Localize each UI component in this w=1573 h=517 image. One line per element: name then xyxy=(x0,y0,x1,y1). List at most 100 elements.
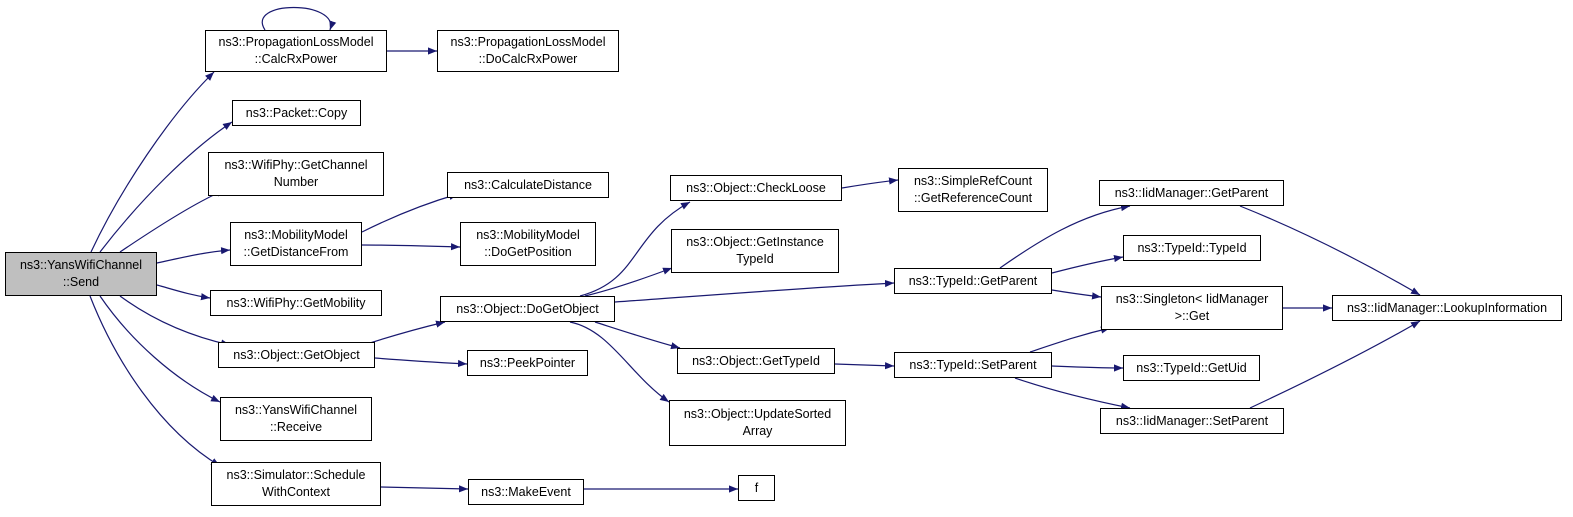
node-label: f xyxy=(755,480,758,497)
edge-dogetobj-to-updsorted xyxy=(569,321,670,403)
node-label-line: ns3::MakeEvent xyxy=(481,484,571,499)
node-tsetparent[interactable]: ns3::TypeId::SetParent xyxy=(894,352,1052,378)
node-label: ns3::MobilityModel::DoGetPosition xyxy=(476,227,580,261)
node-peek[interactable]: ns3::PeekPointer xyxy=(467,350,588,376)
node-makeev[interactable]: ns3::MakeEvent xyxy=(468,479,584,505)
node-label: ns3::Object::DoGetObject xyxy=(456,301,598,318)
node-iidgetparent[interactable]: ns3::IidManager::GetParent xyxy=(1099,180,1284,206)
node-singleton[interactable]: ns3::Singleton< IidManager>::Get xyxy=(1101,286,1283,330)
edge-dogetobj-to-gettypeid xyxy=(594,321,681,350)
node-label: ns3::PeekPointer xyxy=(480,355,575,372)
node-label-line: ns3::IidManager::LookupInformation xyxy=(1346,300,1548,315)
node-label-line: ::CalcRxPower xyxy=(254,52,338,66)
node-lookup[interactable]: ns3::IidManager::LookupInformation xyxy=(1332,295,1562,321)
node-label-line: Number xyxy=(273,175,319,189)
node-label-line: ns3::Object::CheckLoose xyxy=(686,180,826,195)
node-f[interactable]: f xyxy=(738,475,775,501)
node-docalcrx[interactable]: ns3::PropagationLossModel::DoCalcRxPower xyxy=(437,30,619,72)
node-label-line: ns3::Simulator::Schedule xyxy=(226,468,366,482)
edge-dogetobj-to-checkloose xyxy=(579,201,691,297)
edge-calcrx-to-calcrx xyxy=(261,7,337,31)
node-label: ns3::Object::GetObject xyxy=(233,347,359,364)
node-label-line: ns3::PropagationLossModel xyxy=(218,35,374,49)
node-label: ns3::YansWifiChannel::Send xyxy=(20,257,142,291)
node-label: ns3::Packet::Copy xyxy=(246,105,347,122)
node-label: ns3::TypeId::GetUid xyxy=(1136,360,1246,377)
node-dogetobj[interactable]: ns3::Object::DoGetObject xyxy=(440,296,615,322)
node-iidsetparent[interactable]: ns3::IidManager::SetParent xyxy=(1100,408,1284,434)
node-typeidtypeid[interactable]: ns3::TypeId::TypeId xyxy=(1123,235,1261,261)
node-gettypeid[interactable]: ns3::Object::GetTypeId xyxy=(677,348,835,374)
node-label: ns3::Object::CheckLoose xyxy=(686,180,826,197)
node-receive[interactable]: ns3::YansWifiChannel::Receive xyxy=(220,397,372,441)
node-tgetparent[interactable]: ns3::TypeId::GetParent xyxy=(894,268,1052,294)
node-dogetpos[interactable]: ns3::MobilityModel::DoGetPosition xyxy=(460,222,596,266)
node-label-line: ns3::MobilityModel xyxy=(244,228,348,242)
node-label-line: ns3::WifiPhy::GetMobility xyxy=(226,295,366,310)
edge-checkloose-to-simplerc xyxy=(841,177,899,189)
node-calcdist[interactable]: ns3::CalculateDistance xyxy=(447,172,609,198)
node-label: ns3::IidManager::GetParent xyxy=(1115,185,1269,202)
node-getuid[interactable]: ns3::TypeId::GetUid xyxy=(1123,355,1260,381)
node-label-line: WithContext xyxy=(261,485,331,499)
node-label: ns3::IidManager::LookupInformation xyxy=(1347,300,1547,317)
node-label: ns3::MobilityModel::GetDistanceFrom xyxy=(244,227,349,261)
node-label: ns3::PropagationLossModel::CalcRxPower xyxy=(219,34,374,68)
edge-dogetobj-to-getinst xyxy=(584,267,673,297)
node-label-line: ns3::Singleton< IidManager xyxy=(1115,292,1269,306)
node-label-line: ::Send xyxy=(62,275,100,289)
edge-getdist-to-calcdist xyxy=(361,193,459,233)
node-label: ns3::SimpleRefCount::GetReferenceCount xyxy=(914,173,1032,207)
node-label-line: ns3::CalculateDistance xyxy=(464,177,592,192)
node-label-line: ns3::IidManager::GetParent xyxy=(1114,185,1269,200)
edge-iidgetparent-to-lookup xyxy=(1239,205,1421,296)
edge-getdist-to-dogetpos xyxy=(361,243,461,251)
edge-send-to-sched xyxy=(89,295,221,467)
node-label-line: ns3::IidManager::SetParent xyxy=(1115,413,1269,428)
edge-send-to-getchan xyxy=(119,189,226,253)
node-label: ns3::CalculateDistance xyxy=(464,177,592,194)
edge-tgetparent-to-typeidtypeid xyxy=(1051,255,1124,274)
node-label: ns3::YansWifiChannel::Receive xyxy=(235,402,357,436)
edge-send-to-calcrx xyxy=(90,71,215,253)
edge-send-to-pcopy xyxy=(99,121,233,253)
node-label-line: ns3::TypeId::GetParent xyxy=(908,273,1038,288)
node-label-line: ::GetDistanceFrom xyxy=(243,245,349,259)
node-label: ns3::WifiPhy::GetMobility xyxy=(227,295,366,312)
node-checkloose[interactable]: ns3::Object::CheckLoose xyxy=(670,175,842,201)
node-label-line: TypeId xyxy=(736,252,774,266)
edge-getobj-to-peek xyxy=(374,357,468,368)
node-getmob[interactable]: ns3::WifiPhy::GetMobility xyxy=(210,290,382,316)
node-label-line: ns3::Object::UpdateSorted xyxy=(683,407,832,421)
node-label-line: Array xyxy=(742,424,773,438)
node-getobj[interactable]: ns3::Object::GetObject xyxy=(218,342,375,368)
node-label-line: ns3::MobilityModel xyxy=(476,228,580,242)
node-send: ns3::YansWifiChannel::Send xyxy=(5,252,157,296)
node-label-line: >::Get xyxy=(1174,309,1210,323)
node-calcrx[interactable]: ns3::PropagationLossModel::CalcRxPower xyxy=(205,30,387,72)
node-simplerc[interactable]: ns3::SimpleRefCount::GetReferenceCount xyxy=(898,168,1048,212)
node-pcopy[interactable]: ns3::Packet::Copy xyxy=(232,100,361,126)
node-label-line: ns3::Object::DoGetObject xyxy=(456,301,599,316)
edge-tgetparent-to-singleton xyxy=(1051,289,1102,300)
node-label: ns3::PropagationLossModel::DoCalcRxPower xyxy=(451,34,606,68)
node-label-line: ns3::YansWifiChannel xyxy=(19,258,143,272)
node-label-line: ns3::YansWifiChannel xyxy=(234,403,358,417)
node-label-line: f xyxy=(754,480,759,495)
node-label-line: ns3::TypeId::SetParent xyxy=(909,357,1037,372)
node-label-line: ::DoCalcRxPower xyxy=(478,52,578,66)
edge-send-to-receive xyxy=(99,295,221,403)
node-label-line: ns3::PeekPointer xyxy=(479,355,576,370)
node-getdist[interactable]: ns3::MobilityModel::GetDistanceFrom xyxy=(230,222,362,266)
node-label: ns3::Object::GetTypeId xyxy=(692,353,820,370)
